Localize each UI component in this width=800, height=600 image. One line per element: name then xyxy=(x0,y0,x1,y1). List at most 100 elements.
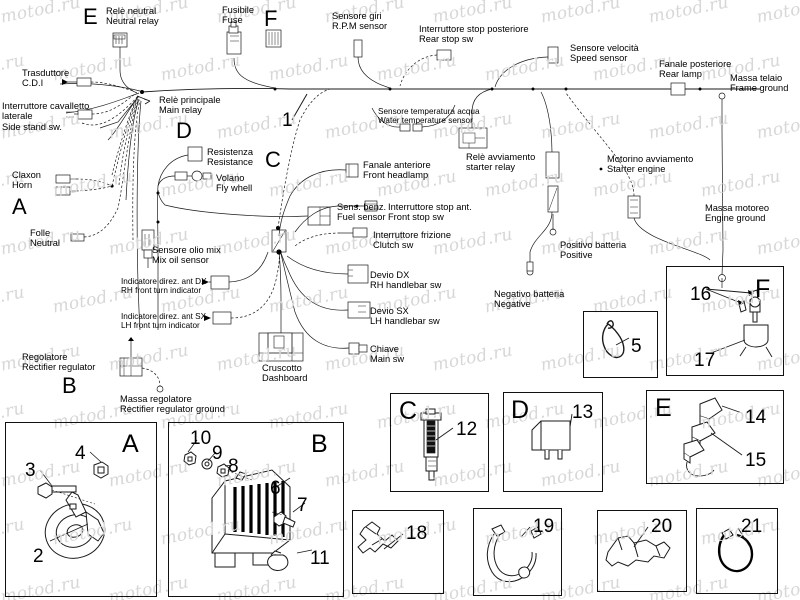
panel-a-callout-4: 4 xyxy=(75,443,86,464)
label-italian: Sensore olio mix xyxy=(152,245,221,255)
label-italian: Interruttore stop posteriore xyxy=(419,24,529,34)
label-italian: Negativo batteria xyxy=(494,289,565,299)
label-english: Mix oil sensor xyxy=(152,255,209,266)
label-english: Horn xyxy=(12,180,33,191)
label-english: Resistance xyxy=(207,157,253,168)
label-italian: Indicatore direz. ant SX xyxy=(121,312,207,321)
diagram-group-letter-A: A xyxy=(12,194,27,219)
diagram-group-letter-B: B xyxy=(62,373,77,398)
label-english: Rear stop sw xyxy=(419,34,474,45)
panel-d-callout-13: 13 xyxy=(572,402,594,423)
label-english: Speed sensor xyxy=(570,53,628,64)
panel-f-callout-16: 16 xyxy=(690,284,712,305)
panel-f-callout-17: 17 xyxy=(694,350,716,371)
label-italian: Massa telaio xyxy=(730,73,783,83)
label-italian: Folle xyxy=(30,228,51,238)
label-english: Neutral xyxy=(30,238,60,249)
panel-f-frame xyxy=(666,266,784,376)
label-italian: Devio DX xyxy=(370,270,410,280)
panel-b-callout-11: 11 xyxy=(310,548,330,569)
label-italian: Sensore giri xyxy=(332,11,382,21)
label-english: starter relay xyxy=(466,162,516,173)
label-italian: Volano xyxy=(216,173,245,183)
label-english: Positive xyxy=(560,250,593,261)
label-italian: Interruttore cavalletto xyxy=(2,101,90,111)
label-english: Fly whell xyxy=(216,183,253,194)
label-english: C.D.I xyxy=(22,78,44,89)
label-english: Rectifier regulator xyxy=(22,362,96,373)
panel-f-letter: F xyxy=(755,275,771,303)
panel-19-callout-19: 19 xyxy=(533,516,555,537)
panel-e-frame xyxy=(646,390,784,484)
panel-21-callout-21: 21 xyxy=(741,516,763,537)
panel-20-frame xyxy=(597,510,687,592)
label-english: R.P.M sensor xyxy=(332,21,388,32)
panel-20-callout-20: 20 xyxy=(651,516,673,537)
label-english: Dashboard xyxy=(262,373,308,384)
label-italian: Relè neutral xyxy=(106,6,157,16)
label-italian: Interruttore stop ant. xyxy=(388,202,472,212)
label-english: RH front turn indicator xyxy=(121,286,202,296)
panel-e-callout-14: 14 xyxy=(745,407,767,428)
panel-b-frame xyxy=(168,422,344,597)
label-english: RH handlebar sw xyxy=(370,280,442,291)
label-english: Clutch sw xyxy=(373,240,414,251)
label-english: Main relay xyxy=(159,105,202,116)
label-italian: Trasduttore xyxy=(22,68,70,78)
diagram-group-letter-E: E xyxy=(83,4,98,29)
panel-5-frame xyxy=(583,311,658,378)
label-english: Rectifier regulator ground xyxy=(120,404,225,415)
label-italian: Sensore velocità xyxy=(570,43,639,53)
label-english: Fuse xyxy=(222,15,243,26)
panel-a-letter: A xyxy=(122,430,139,458)
label-italian: Massa regolatore xyxy=(120,394,192,404)
label-english: Main sw xyxy=(370,354,405,365)
label-italian: Fusibile xyxy=(222,5,255,15)
label-english: Fuel sensor xyxy=(337,212,386,223)
label-english: Negative xyxy=(494,299,531,310)
panel-b-callout-6: 6 xyxy=(270,478,281,499)
label-italian: Fanale posteriore xyxy=(659,59,732,69)
label-english: LH handlebar sw xyxy=(370,316,440,327)
label-english: Front headlamp xyxy=(363,170,429,181)
harness-callout-1: 1 xyxy=(282,110,293,131)
label-italian: Relè avviamento xyxy=(466,152,536,162)
panel-5-callout-5: 5 xyxy=(631,336,642,357)
panel-b-callout-10: 10 xyxy=(190,428,212,449)
label-english-2: Side stand sw. xyxy=(2,121,62,132)
panel-18-frame xyxy=(352,510,444,594)
label-italian: Relè principale xyxy=(159,95,221,105)
label-italian: Devio SX xyxy=(370,306,409,316)
diagram-group-letter-D: D xyxy=(176,118,192,143)
panel-a-frame xyxy=(5,422,157,597)
panel-b-callout-9: 9 xyxy=(212,443,223,464)
label-english: laterale xyxy=(2,111,33,122)
label-italian: Chiave xyxy=(370,344,399,354)
panel-c-letter: C xyxy=(399,397,418,425)
panel-19-frame xyxy=(473,508,562,596)
label-italian: Positivo batteria xyxy=(560,240,627,250)
panel-e-letter: E xyxy=(655,394,672,422)
diagram-group-letter-C: C xyxy=(265,147,281,172)
panel-d-frame xyxy=(503,392,603,492)
